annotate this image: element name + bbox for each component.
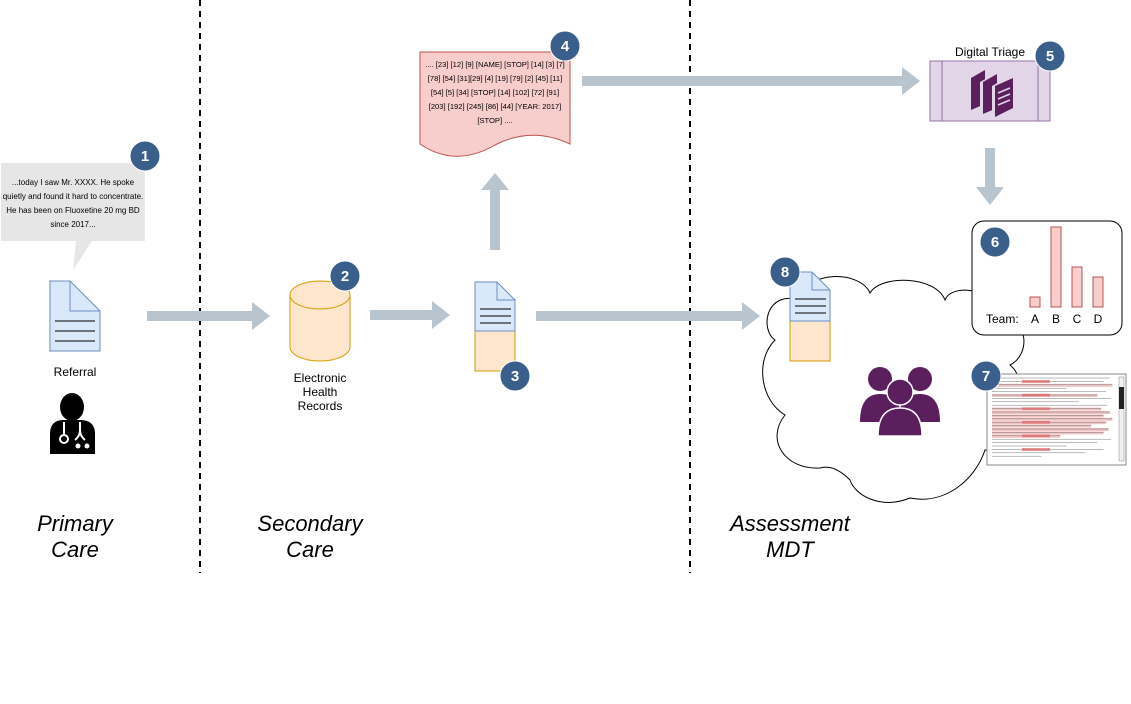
bar-label-C: C <box>1073 312 1082 326</box>
token-line-3: [54] [5] [34] [STOP] [14] [102] [72] [91… <box>431 88 559 97</box>
step-badge-2 <box>329 260 361 292</box>
step-badge-7 <box>970 360 1002 392</box>
step-badge-1 <box>129 140 161 172</box>
arrow-triage-to-chart <box>976 148 1004 205</box>
arrow-record-to-mdt <box>536 302 760 330</box>
speech-line-4: since 2017... <box>50 220 95 229</box>
arrow-record-to-tokens <box>481 173 509 250</box>
patient-record-icon <box>474 281 516 372</box>
region-primary-line1: Primary <box>37 511 115 536</box>
doc-scrollbar-thumb <box>1119 387 1124 409</box>
arrow-referral-to-ehr <box>147 302 270 330</box>
step-badge-5 <box>1034 40 1066 72</box>
region-secondary-line2: Care <box>286 537 334 562</box>
token-line-2: [78] [54] [31][29] [4] [19] [79] [2] [45… <box>428 74 563 83</box>
bar-label-A: A <box>1031 312 1039 326</box>
arrow-ehr-to-record <box>370 301 450 329</box>
chart-axis-label: Team: <box>986 312 1019 326</box>
step-badge-4 <box>549 30 581 62</box>
step-badge-number-4: 4 <box>561 38 570 55</box>
region-primary-line2: Care <box>51 537 99 562</box>
step-badge-number-1: 1 <box>141 148 149 165</box>
bar-label-B: B <box>1052 312 1060 326</box>
step-badge-number-2: 2 <box>341 268 349 285</box>
region-secondary-line1: Secondary <box>257 511 364 536</box>
region-assessment-line2: MDT <box>766 537 815 562</box>
bar-C <box>1071 266 1083 308</box>
step-badge-number-5: 5 <box>1046 48 1054 65</box>
step-badge-6 <box>979 226 1011 258</box>
ehr-label-line2: Health <box>303 385 338 399</box>
step-badge-number-8: 8 <box>781 264 789 281</box>
speech-line-2: quietly and found it hard to concentrate… <box>3 192 144 201</box>
token-line-4: [203] [192] [245] [86] [44] [YEAR: 2017] <box>429 102 562 111</box>
step-badge-number-3: 3 <box>511 368 519 385</box>
bar-B <box>1050 226 1062 308</box>
referral-document-icon <box>49 280 101 352</box>
triage-label: Digital Triage <box>955 45 1025 59</box>
mdt-record-icon <box>789 271 831 362</box>
speech-line-1: ...today I saw Mr. XXXX. He spoke <box>12 178 135 187</box>
ehr-label-line3: Records <box>298 399 343 413</box>
tokenised-text-document <box>419 51 571 157</box>
digital-triage-model-icon <box>929 60 1051 122</box>
step-badge-8 <box>769 256 801 288</box>
region-assessment-line1: Assessment <box>728 511 851 536</box>
bar-A <box>1029 296 1041 308</box>
step-badge-3 <box>499 360 531 392</box>
step-badge-number-7: 7 <box>982 368 990 385</box>
referral-label: Referral <box>54 365 97 379</box>
bar-label-D: D <box>1094 312 1103 326</box>
arrow-tokens-to-triage <box>582 67 920 95</box>
token-line-5: [STOP] .... <box>477 116 512 125</box>
doc-scrollbar <box>1118 376 1125 462</box>
team-chart-panel <box>971 220 1123 336</box>
doctor-icon <box>50 393 95 454</box>
token-line-1: .... [23] [12] [9] [NAME] [STOP] [14] [3… <box>425 60 565 69</box>
bar-D <box>1092 276 1104 308</box>
mdt-team-icon <box>860 367 940 437</box>
speech-line-3: He has been on Fluoxetine 20 mg BD <box>6 206 140 215</box>
step-badge-number-6: 6 <box>991 234 999 251</box>
referral-speech-bubble <box>1 163 145 270</box>
highlighted-text-document <box>986 373 1127 466</box>
ehr-label-line1: Electronic <box>294 371 347 385</box>
ehr-database-icon <box>289 280 351 362</box>
